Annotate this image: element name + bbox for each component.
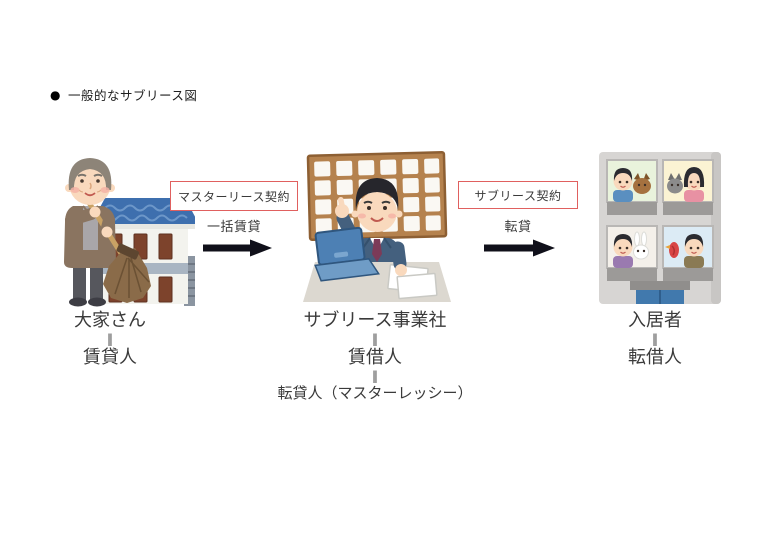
entrance-door-icon [630, 281, 690, 304]
residents-name-label: 入居者 [628, 310, 682, 331]
bullet-icon: ● [50, 87, 61, 102]
landlord-with-broom-and-apartment-illustration [64, 158, 195, 307]
right-arrow-icon [203, 239, 272, 257]
right-arrow-icon [484, 239, 555, 257]
laptop-icon [314, 226, 380, 282]
resident-window-woman-cat-icon [662, 159, 714, 203]
landlord-man-icon [64, 158, 151, 307]
sublet-label: 転貸 [504, 220, 532, 235]
businessman-at-desk-illustration [303, 151, 451, 302]
resident-window-woman-rabbit-icon [606, 225, 658, 269]
sublease-contract-box: サブリース契約 [458, 181, 578, 209]
equals-mark: ‖ [107, 332, 113, 346]
owner-name-label: 大家さん [74, 310, 146, 331]
company-name-label: サブリース事業社 [303, 310, 447, 331]
owner-labels: 大家さん ‖ 賃貸人 [30, 309, 190, 369]
residents-role-label: 転借人 [628, 347, 682, 368]
page-title: ● 一般的なサブリース図 [50, 85, 197, 104]
equals-mark: ‖ [372, 332, 378, 346]
resident-window-boy-dog-icon [606, 159, 658, 203]
sublease-company-labels: サブリース事業社 ‖ 賃借人 ‖ 転貸人（マスターレッシー） [250, 309, 500, 404]
residents-labels: 入居者 ‖ 転借人 [580, 309, 730, 369]
resident-window-man-parrot-icon [662, 225, 714, 269]
master-lease-contract-box: マスターリース契約 [170, 181, 298, 211]
documents-icon [387, 263, 438, 300]
company-role-label: 賃借人 [348, 347, 402, 368]
page-title-text: 一般的なサブリース図 [67, 88, 198, 103]
owner-role-label: 賃貸人 [83, 347, 137, 368]
equals-mark: ‖ [652, 332, 658, 346]
company-sub-role-label: 転貸人（マスターレッシー） [277, 384, 473, 402]
lump-sum-lease-label: 一括賃貸 [206, 220, 261, 235]
equals-mark: ‖ [372, 369, 378, 383]
apartment-residents-with-pets-illustration [599, 152, 721, 304]
